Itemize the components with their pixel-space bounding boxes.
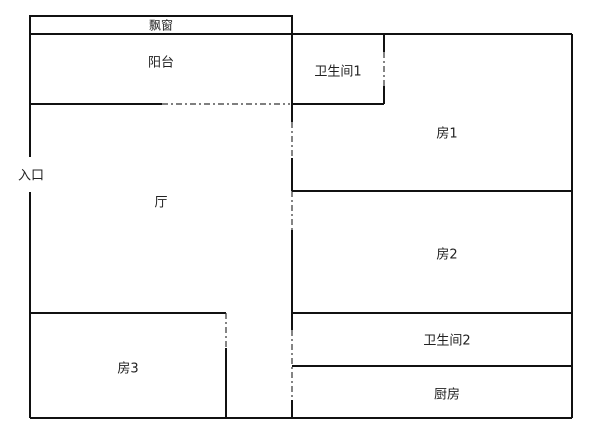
label-kitchen: 厨房 xyxy=(433,387,461,403)
label-entrance: 入口 xyxy=(17,168,45,184)
label-bedroom3: 房3 xyxy=(117,361,139,377)
label-balcony: 阳台 xyxy=(147,55,175,71)
label-bedroom2: 房2 xyxy=(436,247,458,263)
label-bathroom2: 卫生间2 xyxy=(423,333,471,349)
label-bay-window: 飘窗 xyxy=(148,18,174,33)
label-bathroom1: 卫生间1 xyxy=(314,64,362,80)
label-bedroom1: 房1 xyxy=(436,126,458,142)
label-living: 厅 xyxy=(154,195,168,211)
